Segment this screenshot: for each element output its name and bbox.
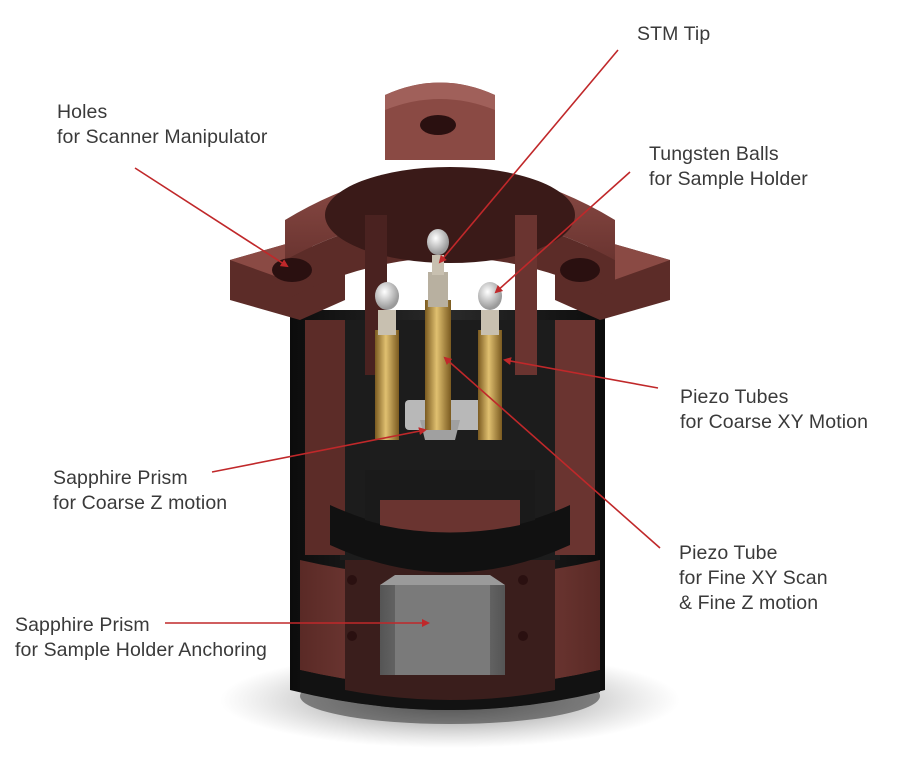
middle-ring [330, 470, 570, 573]
label-stm-tip: STM Tip [637, 23, 711, 45]
piezo-tube-right [478, 282, 502, 440]
flange-hole-right [560, 258, 600, 282]
label-prism-anchor: Sapphire Prism for Sample Holder Anchori… [15, 614, 268, 661]
arrow-prism-coarse-z [211, 427, 427, 473]
lower-screw-holes [347, 575, 528, 641]
label-prism-coarse-z: Sapphire Prism for Coarse Z motion [53, 467, 228, 514]
arrow-piezo-fine [443, 356, 661, 549]
piezo-tube-left [375, 282, 399, 440]
arrow-holes [134, 167, 289, 268]
annotation-arrows [134, 49, 661, 627]
arrow-piezo-coarse [503, 357, 659, 389]
flange-hole-left [272, 258, 312, 282]
label-tungsten-balls: Tungsten Balls for Sample Holder [649, 143, 808, 190]
piezo-tube-center [425, 229, 451, 430]
arrow-tungsten [494, 171, 631, 294]
anchoring-prism [380, 575, 505, 675]
flange-hole-top [420, 115, 456, 135]
arrow-stm-tip [438, 49, 619, 264]
label-piezo-coarse: Piezo Tubes for Coarse XY Motion [680, 386, 869, 433]
label-holes: Holes for Scanner Manipulator [57, 101, 268, 148]
label-piezo-fine: Piezo Tube for Fine XY Scan & Fine Z mot… [679, 542, 828, 614]
